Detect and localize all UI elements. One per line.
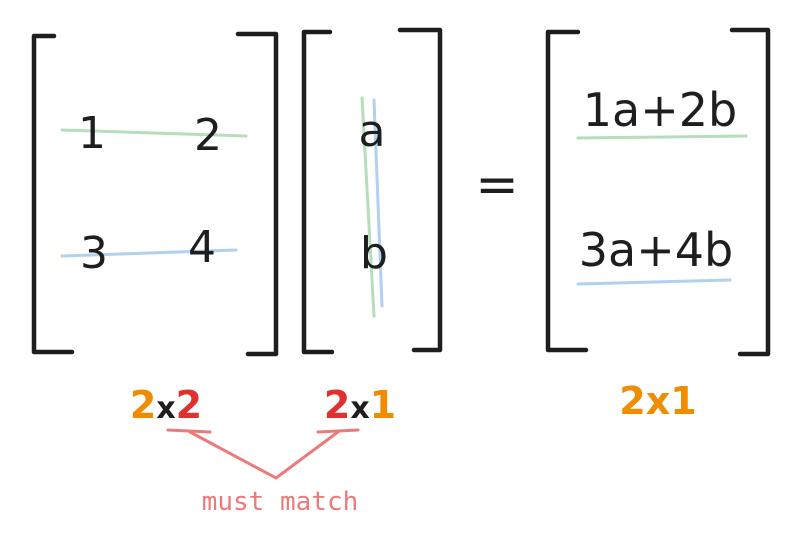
must-match-label: must match <box>202 487 359 517</box>
matrix-a-dimensions: 2x2 <box>130 383 202 427</box>
vector-x-entry: a <box>359 106 386 157</box>
matrix-a-brackets <box>31 31 279 357</box>
connector-arrow <box>188 430 340 480</box>
result-right-bracket <box>729 27 771 357</box>
result-entry: 1a+2b <box>583 83 737 137</box>
matrix-a-left-bracket <box>31 33 75 355</box>
row1-highlight-line <box>60 128 248 138</box>
column-highlight-line-green <box>360 96 376 318</box>
equals-sign: = <box>475 155 519 215</box>
matrix-a-entry: 3 <box>80 228 108 279</box>
matrix-a-right-bracket <box>235 31 279 357</box>
vector-x-right-bracket <box>397 27 443 353</box>
vector-x-dimensions: 2x1 <box>324 383 396 427</box>
result-dimensions: 2x1 <box>619 379 696 423</box>
result-row1-underline <box>576 134 748 140</box>
result-brackets <box>545 27 771 357</box>
vector-x-brackets <box>301 27 443 355</box>
matrix-a-entry: 1 <box>78 108 106 159</box>
result-left-bracket <box>545 29 589 353</box>
row2-highlight-line <box>60 248 238 258</box>
result-entry: 3a+4b <box>579 223 733 277</box>
column-highlight-line-blue <box>372 98 384 308</box>
vector-x-entry: b <box>360 228 388 279</box>
vector-x-left-bracket <box>301 29 335 355</box>
matrix-a-entry: 2 <box>194 110 222 161</box>
must-match-connector <box>166 428 360 480</box>
result-row2-underline <box>576 278 732 286</box>
matrix-a-entry: 4 <box>188 222 216 273</box>
